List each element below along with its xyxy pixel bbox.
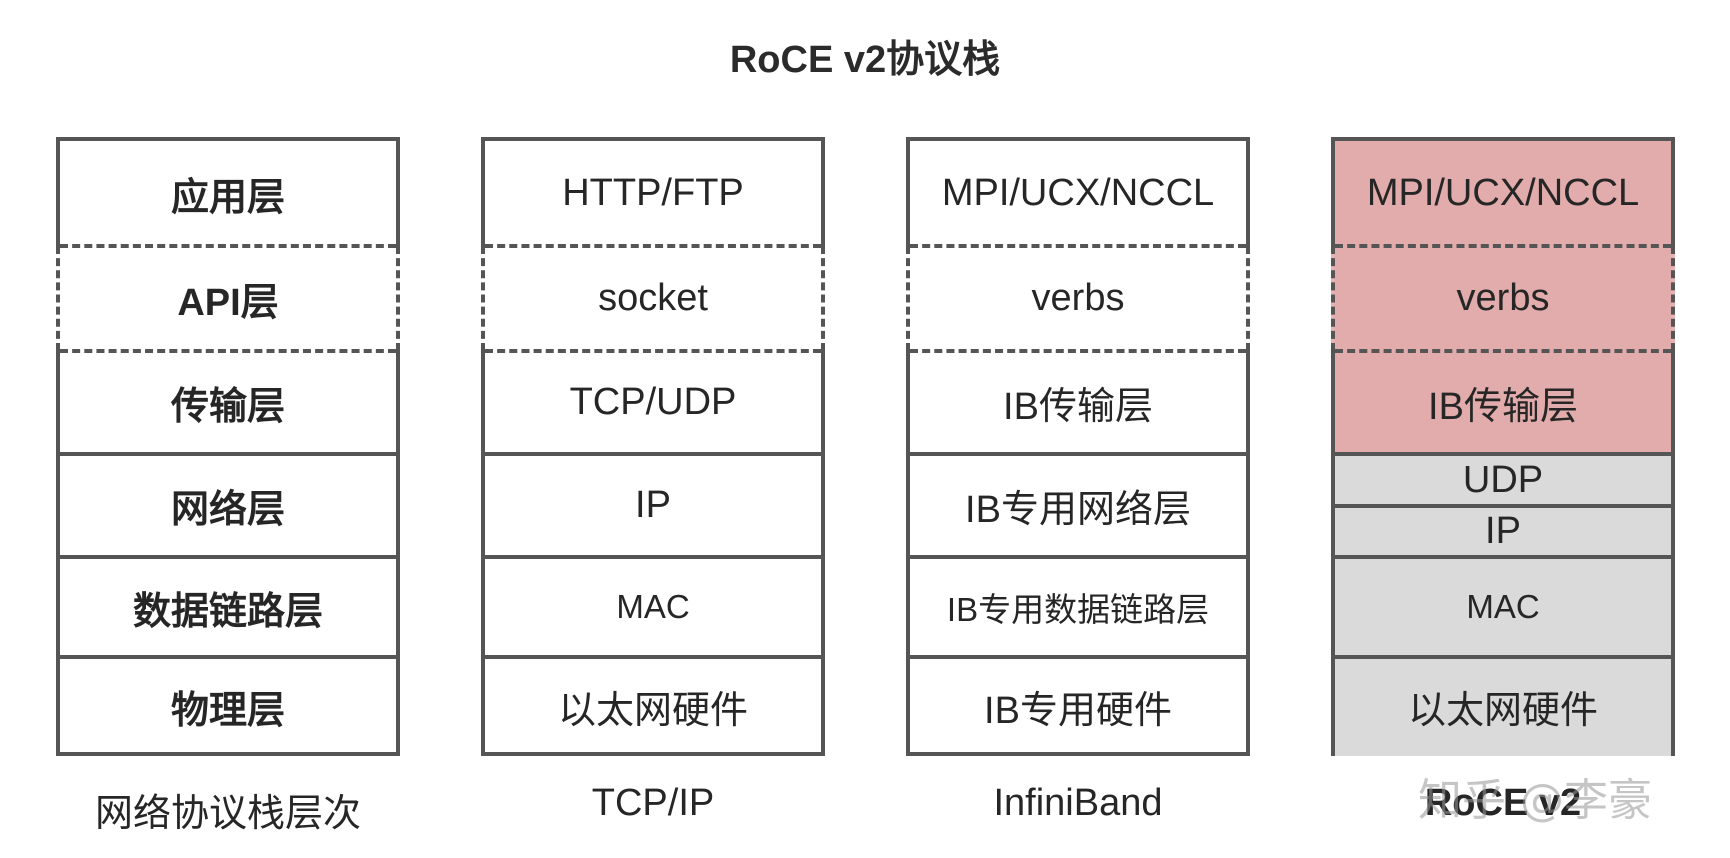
layer-mac: MAC	[616, 588, 690, 625]
caption-roce-v2: RoCE v2	[1424, 782, 1582, 824]
layer-ib-transport: IB传输层	[1335, 351, 1671, 454]
layer-http-ftp: HTTP/FTP	[562, 172, 744, 214]
layer-transport: 传输层	[170, 386, 285, 428]
separator	[910, 555, 1246, 559]
layer-ib-transport: IB传输层	[1003, 386, 1153, 428]
layer-data-link: 数据链路层	[132, 590, 323, 633]
caption-protocol-layers: 网络协议栈层次	[94, 793, 361, 835]
dashed-side	[1246, 246, 1250, 351]
dashed-side	[1331, 246, 1335, 351]
separator-dashed	[60, 244, 396, 248]
watermark: 知乎 @李豪	[1418, 775, 1652, 826]
layer-ib-hardware: IB专用硬件	[984, 690, 1172, 732]
separator	[60, 452, 396, 456]
separator	[60, 555, 396, 559]
stack-roce-v2: MPI/UCX/NCCL verbs IB传输层 UDP IP MAC 以太网硬…	[1331, 137, 1675, 756]
layer-ib-network: IB专用网络层	[965, 489, 1191, 531]
separator	[1335, 504, 1671, 508]
layer-verbs: verbs	[1335, 246, 1671, 351]
separator-dashed	[485, 349, 821, 353]
dashed-side	[396, 246, 400, 351]
stack-tcp-ip: HTTP/FTP socket TCP/UDP IP MAC 以太网硬件	[481, 137, 825, 756]
caption-infiniband: InfiniBand	[993, 782, 1163, 824]
layer-ethernet-hardware: 以太网硬件	[1335, 657, 1671, 756]
layer-physical: 物理层	[170, 690, 285, 732]
layer-udp: UDP	[1335, 454, 1671, 506]
separator-dashed	[1335, 349, 1671, 353]
layer-ib-data-link: IB专用数据链路层	[946, 591, 1210, 628]
separator	[910, 655, 1246, 659]
layer-socket: socket	[598, 277, 708, 319]
layer-api: API层	[177, 282, 279, 324]
layer-verbs: verbs	[1031, 277, 1125, 319]
separator	[60, 655, 396, 659]
layer-ip: IP	[1335, 506, 1671, 557]
layer-ethernet-hardware: 以太网硬件	[557, 690, 748, 732]
dashed-side	[821, 246, 825, 351]
separator	[1335, 655, 1671, 659]
stack-infiniband: MPI/UCX/NCCL verbs IB传输层 IB专用网络层 IB专用数据链…	[906, 137, 1250, 756]
layer-mac: MAC	[1335, 557, 1671, 657]
separator	[910, 452, 1246, 456]
dashed-side	[906, 246, 910, 351]
separator-dashed	[60, 349, 396, 353]
layer-tcp-udp: TCP/UDP	[569, 381, 737, 423]
dashed-side	[56, 246, 60, 351]
separator-dashed	[910, 244, 1246, 248]
separator	[485, 655, 821, 659]
layer-application: 应用层	[170, 177, 285, 219]
layer-mpi-ucx-nccl: MPI/UCX/NCCL	[1335, 141, 1671, 246]
separator	[1335, 555, 1671, 559]
separator-dashed	[1335, 244, 1671, 248]
layer-network: 网络层	[170, 489, 285, 531]
separator-dashed	[485, 244, 821, 248]
layer-ip: IP	[635, 484, 671, 526]
dashed-side	[481, 246, 485, 351]
diagram-title: RoCE v2协议栈	[729, 39, 1001, 81]
separator	[485, 555, 821, 559]
separator-dashed	[910, 349, 1246, 353]
dashed-side	[1671, 246, 1675, 351]
separator	[1335, 452, 1671, 456]
separator	[485, 452, 821, 456]
layer-mpi-ucx-nccl: MPI/UCX/NCCL	[941, 172, 1215, 214]
stack-protocol-layers: 应用层 API层 传输层 网络层 数据链路层 物理层	[56, 137, 400, 756]
caption-tcp-ip: TCP/IP	[591, 782, 715, 824]
